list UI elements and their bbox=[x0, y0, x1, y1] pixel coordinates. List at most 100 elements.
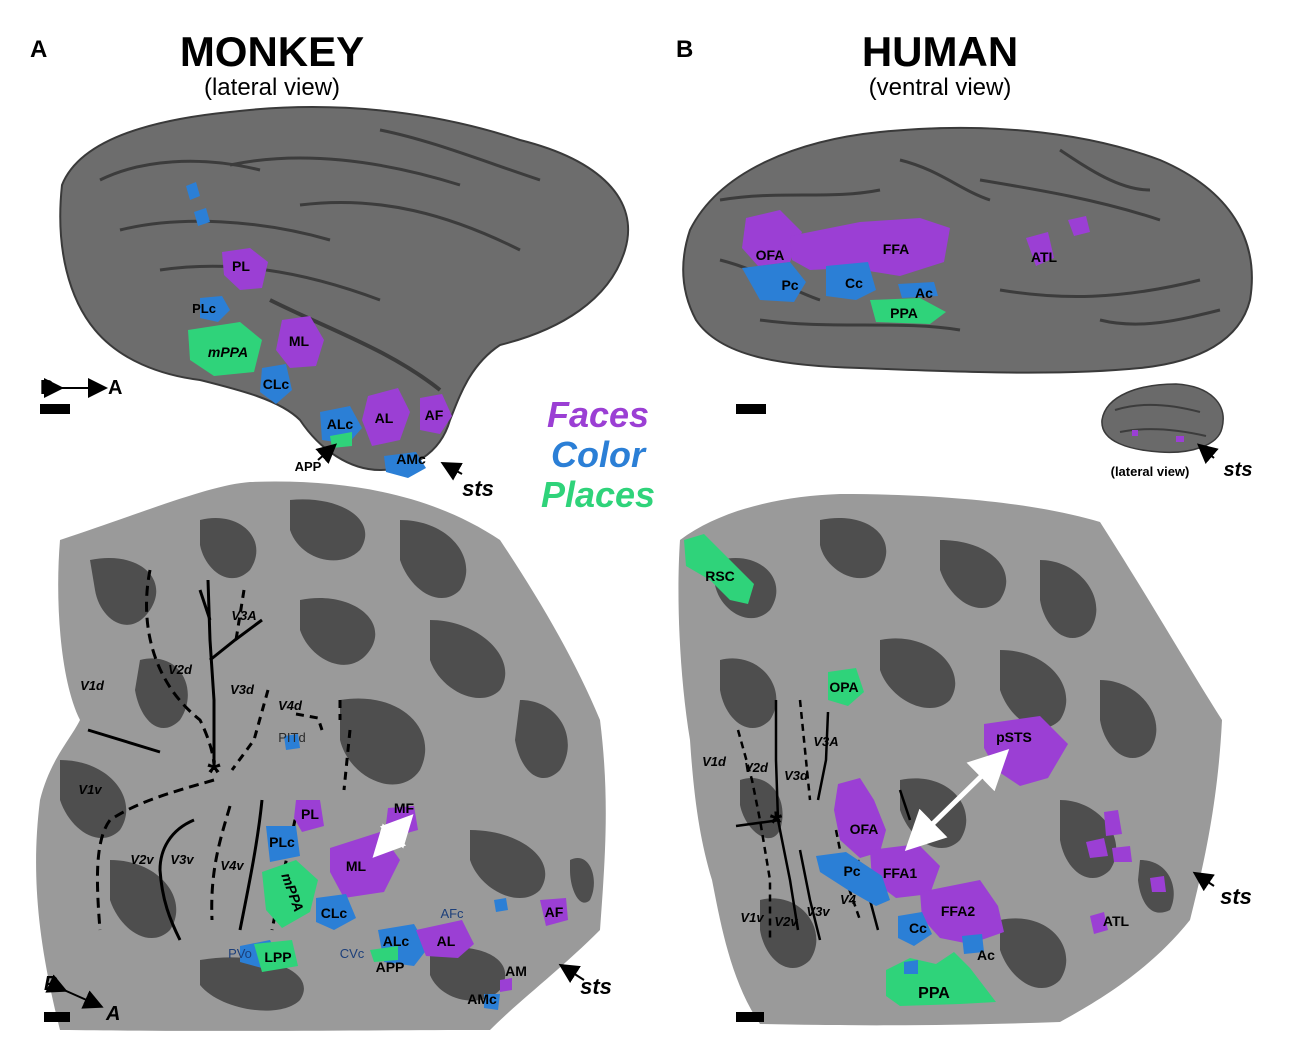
monkey-roi-al bbox=[362, 388, 410, 446]
monkey-flatmap: * V3A V1d V2d V3d V4d V1v V2v V3v V4v P bbox=[36, 481, 612, 1031]
monkey-flat-label-v3v: V3v bbox=[170, 852, 194, 867]
human-vent-label-ppa: PPA bbox=[890, 305, 918, 321]
human-vent-label-ac: Ac bbox=[915, 285, 933, 301]
monkey-flat-roi-am bbox=[500, 978, 512, 992]
human-flat-label-atl: ATL bbox=[1103, 913, 1130, 929]
human-vent-label-cc: Cc bbox=[845, 275, 863, 291]
human-flat-label-pc: Pc bbox=[843, 863, 860, 879]
monkey-roi-ml bbox=[276, 316, 324, 368]
human-flat-label-ffa2: FFA2 bbox=[941, 903, 975, 919]
monkey-flat-roi-app bbox=[370, 946, 398, 962]
scale-bar-monkey-bottom bbox=[44, 1012, 70, 1022]
monkey-flat-roi-lpp bbox=[254, 940, 298, 972]
monkey-lat-label-ml: ML bbox=[289, 333, 310, 349]
human-flat-roi-ppa-blue bbox=[904, 960, 918, 974]
human-flat-roi-mid-4 bbox=[1150, 876, 1166, 892]
human-roi-atl bbox=[1026, 232, 1054, 266]
monkey-flat-label-v2d: V2d bbox=[168, 662, 193, 677]
monkey-roi-dorsal-2 bbox=[194, 208, 210, 226]
human-flat-label-v3v: V3v bbox=[806, 904, 830, 919]
scale-bar-human-bottom bbox=[736, 1012, 764, 1022]
human-flat-roi-cc bbox=[898, 912, 932, 946]
legend-places: Places bbox=[540, 474, 656, 515]
human-flat-label-v3d: V3d bbox=[784, 768, 809, 783]
human-flat-roi-mid-2 bbox=[1086, 838, 1108, 858]
human-flat-label-opa: OPA bbox=[829, 679, 858, 695]
monkey-flat-label-al: AL bbox=[437, 933, 456, 949]
monkey-lat-label-alc: ALc bbox=[327, 416, 354, 432]
monkey-flat-roi-plc bbox=[266, 826, 300, 862]
monkey-flat-roi-clc bbox=[316, 894, 356, 930]
human-flat-label-v1d: V1d bbox=[702, 754, 727, 769]
human-vent-label-ffa: FFA bbox=[883, 241, 909, 257]
monkey-lat-label-af: AF bbox=[425, 407, 444, 423]
monkey-flat-roi-amc bbox=[484, 994, 500, 1010]
monkey-flat-roi-mppa bbox=[262, 860, 318, 928]
monkey-flat-label-mf: MF bbox=[394, 800, 415, 816]
human-flat-foveal-star: * bbox=[770, 805, 783, 841]
orient-a: A bbox=[108, 377, 122, 399]
monkey-flat-foveal-star: * bbox=[207, 754, 221, 792]
monkey-flat-label-pl: PL bbox=[301, 806, 319, 822]
monkey-flat-roi-al bbox=[416, 920, 474, 958]
monkey-flat-roi-afc bbox=[494, 898, 508, 912]
monkey-flat-label-v1v: V1v bbox=[78, 782, 102, 797]
human-flat-label-ofa: OFA bbox=[850, 821, 879, 837]
legend-color: Color bbox=[551, 434, 645, 475]
human-flat-label-v3a: V3A bbox=[813, 734, 838, 749]
human-vent-label-atl: ATL bbox=[1031, 249, 1058, 265]
human-flat-roi-rsc bbox=[684, 534, 754, 604]
human-flat-roi-mid-3 bbox=[1112, 846, 1132, 862]
monkey-lat-label-clc: CLc bbox=[263, 376, 290, 392]
monkey-lat-label-pl: PL bbox=[232, 258, 250, 274]
monkey-flat-label-pvo: PVo bbox=[228, 946, 252, 961]
monkey-roi-mppa bbox=[188, 322, 262, 376]
human-roi-pc bbox=[742, 262, 806, 302]
human-flatmap: * RSC OPA pSTS OFA Pc FFA1 FFA2 Cc Ac AT… bbox=[678, 494, 1252, 1026]
human-flat-label-sts: sts bbox=[1220, 884, 1252, 909]
human-flat-roi-atl bbox=[1090, 912, 1108, 934]
monkey-flat-label-clc: CLc bbox=[321, 905, 348, 921]
human-vent-label-pc: Pc bbox=[781, 277, 798, 293]
human-flat-label-v4: V4 bbox=[840, 892, 857, 907]
human-flat-label-ffa1: FFA1 bbox=[883, 865, 917, 881]
monkey-roi-clc bbox=[260, 364, 292, 404]
human-flat-roi-ac bbox=[962, 934, 984, 954]
monkey-lat-label-al: AL bbox=[375, 410, 394, 426]
monkey-subtitle: (lateral view) bbox=[203, 74, 341, 101]
monkey-flat-label-afc: AFc bbox=[440, 906, 464, 921]
monkey-lateral-brain: PL PLc ML mPPA CLc ALc AL AF APP AMc sts bbox=[59, 106, 630, 501]
orient-p: P bbox=[40, 377, 53, 399]
human-flat-label-ac: Ac bbox=[977, 947, 995, 963]
monkey-orientation-bottom: P A bbox=[44, 973, 120, 1025]
monkey-orientation-top: P A bbox=[40, 377, 122, 414]
orient-a-bottom: A bbox=[105, 1003, 120, 1025]
monkey-lat-label-amc: AMc bbox=[396, 451, 426, 467]
monkey-roi-dorsal-1 bbox=[186, 182, 200, 200]
human-subtitle: (ventral view) bbox=[868, 74, 1012, 101]
monkey-flat-label-ml: ML bbox=[346, 858, 367, 874]
human-roi-ofa bbox=[742, 210, 802, 266]
monkey-flat-label-lpp: LPP bbox=[264, 949, 291, 965]
human-flat-roi-mid-1 bbox=[1104, 810, 1122, 836]
human-vent-label-ofa: OFA bbox=[756, 247, 785, 263]
inset-label: (lateral view) bbox=[1111, 464, 1190, 479]
monkey-flat-roi-pitd bbox=[284, 734, 300, 750]
monkey-flat-roi-pl bbox=[294, 800, 324, 832]
monkey-lat-label-plc: PLc bbox=[192, 301, 216, 316]
human-flat-label-v2d: V2d bbox=[744, 760, 769, 775]
monkey-flat-label-am: AM bbox=[505, 963, 527, 979]
human-flat-roi-pc bbox=[816, 852, 890, 906]
legend-faces: Faces bbox=[546, 394, 650, 435]
monkey-flat-label-pitd: PITd bbox=[278, 730, 305, 745]
human-flat-roi-ofa bbox=[834, 778, 886, 858]
monkey-flat-label-sts: sts bbox=[580, 974, 612, 999]
scale-bar-human-top bbox=[736, 404, 766, 414]
human-lateral-inset: (lateral view) sts bbox=[1101, 383, 1253, 481]
human-flat-label-psts: pSTS bbox=[996, 729, 1032, 745]
monkey-flat-label-v4v: V4v bbox=[220, 858, 244, 873]
human-flat-label-v2v: V2v bbox=[774, 914, 798, 929]
inset-sts: sts bbox=[1224, 459, 1253, 481]
monkey-flat-label-alc: ALc bbox=[383, 933, 410, 949]
